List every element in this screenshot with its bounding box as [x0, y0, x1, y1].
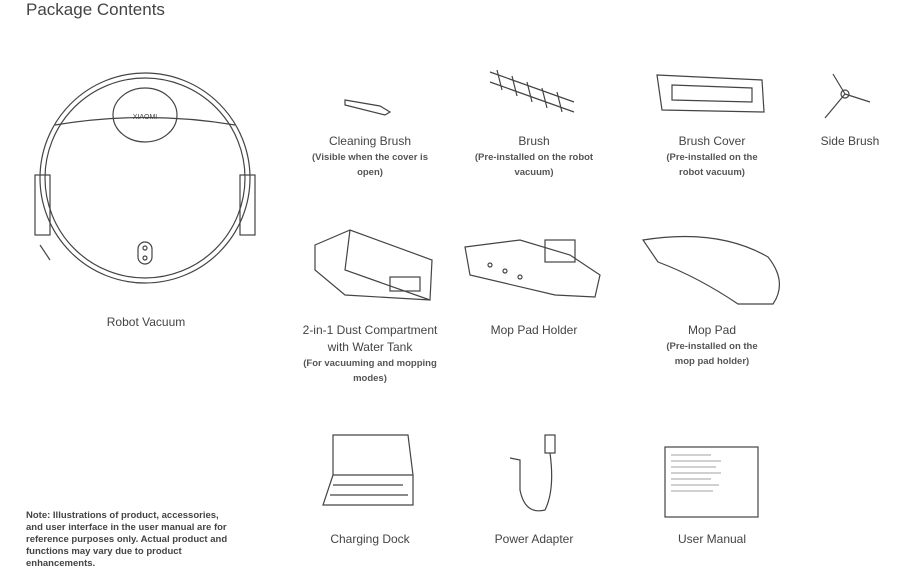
item-sub: (Pre-installed on the robot vacuum) — [474, 152, 594, 178]
robot-vacuum-illustration: XIAOMI — [34, 72, 256, 284]
brush-illustration — [489, 69, 575, 113]
item-brush: Brush (Pre-installed on the robot vacuum) — [464, 133, 604, 180]
item-name: Charging Dock — [330, 532, 410, 546]
item-name: Mop Pad — [687, 323, 737, 337]
item-name: 2-in-1 Dust Compartment with Water Tank — [302, 323, 438, 354]
item-dust-compartment: 2-in-1 Dust Compartment with Water Tank (… — [295, 322, 445, 386]
charging-dock-illustration — [322, 434, 414, 506]
item-mop-pad-holder: Mop Pad Holder — [444, 322, 624, 339]
item-sub: (Pre-installed on the robot vacuum) — [666, 152, 758, 178]
dust-compartment-illustration — [314, 229, 433, 301]
item-sub: (For vacuuming and mopping modes) — [303, 358, 437, 384]
item-sub: (Visible when the cover is open) — [312, 152, 428, 178]
disclaimer-note: Note: Illustrations of product, accessor… — [26, 510, 228, 569]
side-brush-illustration — [824, 73, 871, 119]
mop-pad-illustration — [641, 235, 780, 305]
power-adapter-illustration — [509, 434, 556, 512]
mop-pad-holder-illustration — [464, 239, 601, 298]
item-name: Power Adapter — [494, 532, 574, 546]
item-mop-pad: Mop Pad (Pre-installed on the mop pad hol… — [657, 322, 767, 369]
user-manual-illustration — [664, 446, 759, 518]
item-power-adapter: Power Adapter — [444, 531, 624, 548]
item-name: Brush Cover — [678, 134, 746, 148]
brush-cover-illustration — [656, 74, 765, 113]
item-name: Brush — [518, 134, 550, 148]
item-name: Mop Pad Holder — [490, 323, 578, 337]
item-sub: (Pre-installed on the mop pad holder) — [666, 341, 758, 367]
item-charging-dock: Charging Dock — [280, 531, 460, 548]
item-user-manual: User Manual — [622, 531, 802, 548]
page-title: Package Contents — [26, 0, 165, 19]
item-cleaning-brush: Cleaning Brush (Visible when the cover is… — [305, 133, 435, 180]
cleaning-brush-illustration — [344, 99, 392, 116]
item-brush-cover: Brush Cover (Pre-installed on the robot v… — [657, 133, 767, 180]
item-name: Side Brush — [820, 134, 880, 148]
item-name: Robot Vacuum — [106, 315, 186, 329]
vacuum-logo: XIAOMI — [133, 114, 158, 121]
item-name: User Manual — [677, 532, 747, 546]
item-name: Cleaning Brush — [328, 134, 412, 148]
item-robot-vacuum: Robot Vacuum — [56, 314, 236, 331]
item-side-brush: Side Brush — [805, 133, 895, 150]
